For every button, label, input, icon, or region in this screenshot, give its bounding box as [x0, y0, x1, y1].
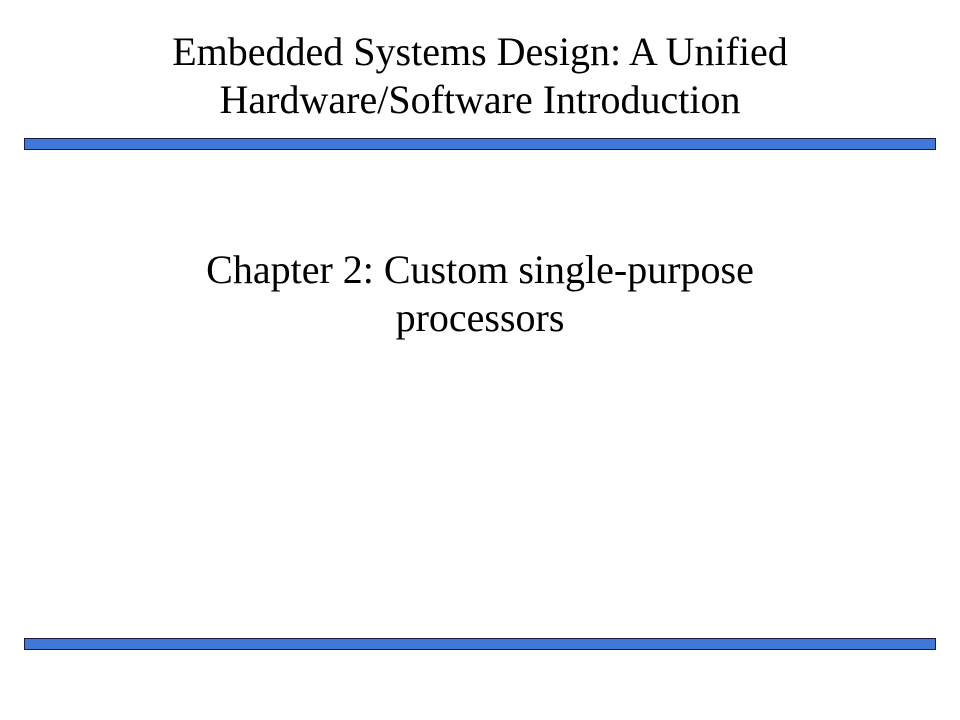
- chapter-heading-line-2: processors: [395, 295, 565, 340]
- chapter-heading: Chapter 2: Custom single-purpose process…: [0, 246, 960, 342]
- top-divider-bar: [24, 138, 936, 150]
- slide-title: Embedded Systems Design: A Unified Hardw…: [0, 28, 960, 124]
- bottom-divider-bar: [24, 638, 936, 650]
- slide-title-line-1: Embedded Systems Design: A Unified: [172, 29, 788, 74]
- slide-title-line-2: Hardware/Software Introduction: [219, 77, 741, 122]
- chapter-heading-line-1: Chapter 2: Custom single-purpose: [206, 247, 754, 292]
